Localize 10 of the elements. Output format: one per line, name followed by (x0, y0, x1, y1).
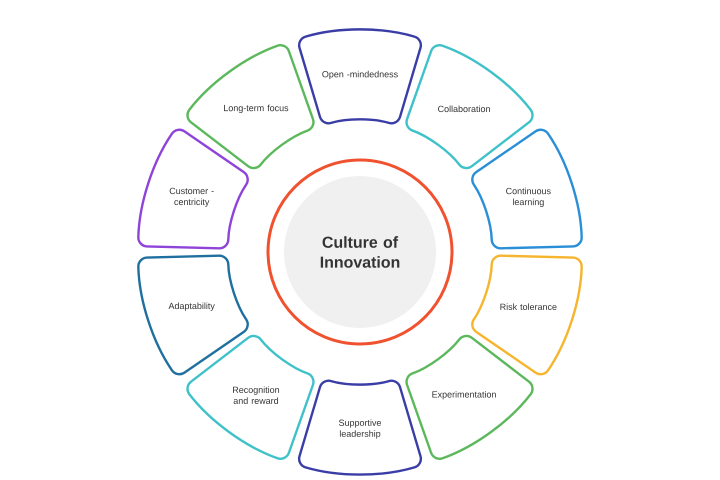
segment-box: Adaptability (137, 254, 249, 376)
segment-box: Long-term focus (186, 44, 315, 170)
segment-box: Recognition and reward (186, 334, 315, 460)
segment-box: Risk tolerance (471, 254, 583, 376)
segment-box: Collaboration (405, 44, 534, 170)
segment-box: Supportive leadership (298, 380, 422, 476)
segment-box: Experimentation (405, 334, 534, 460)
segment-box: Continuous learning (471, 128, 583, 250)
segment-box: Open -mindedness (298, 28, 422, 124)
segment-box: Customer -centricity (137, 128, 249, 250)
